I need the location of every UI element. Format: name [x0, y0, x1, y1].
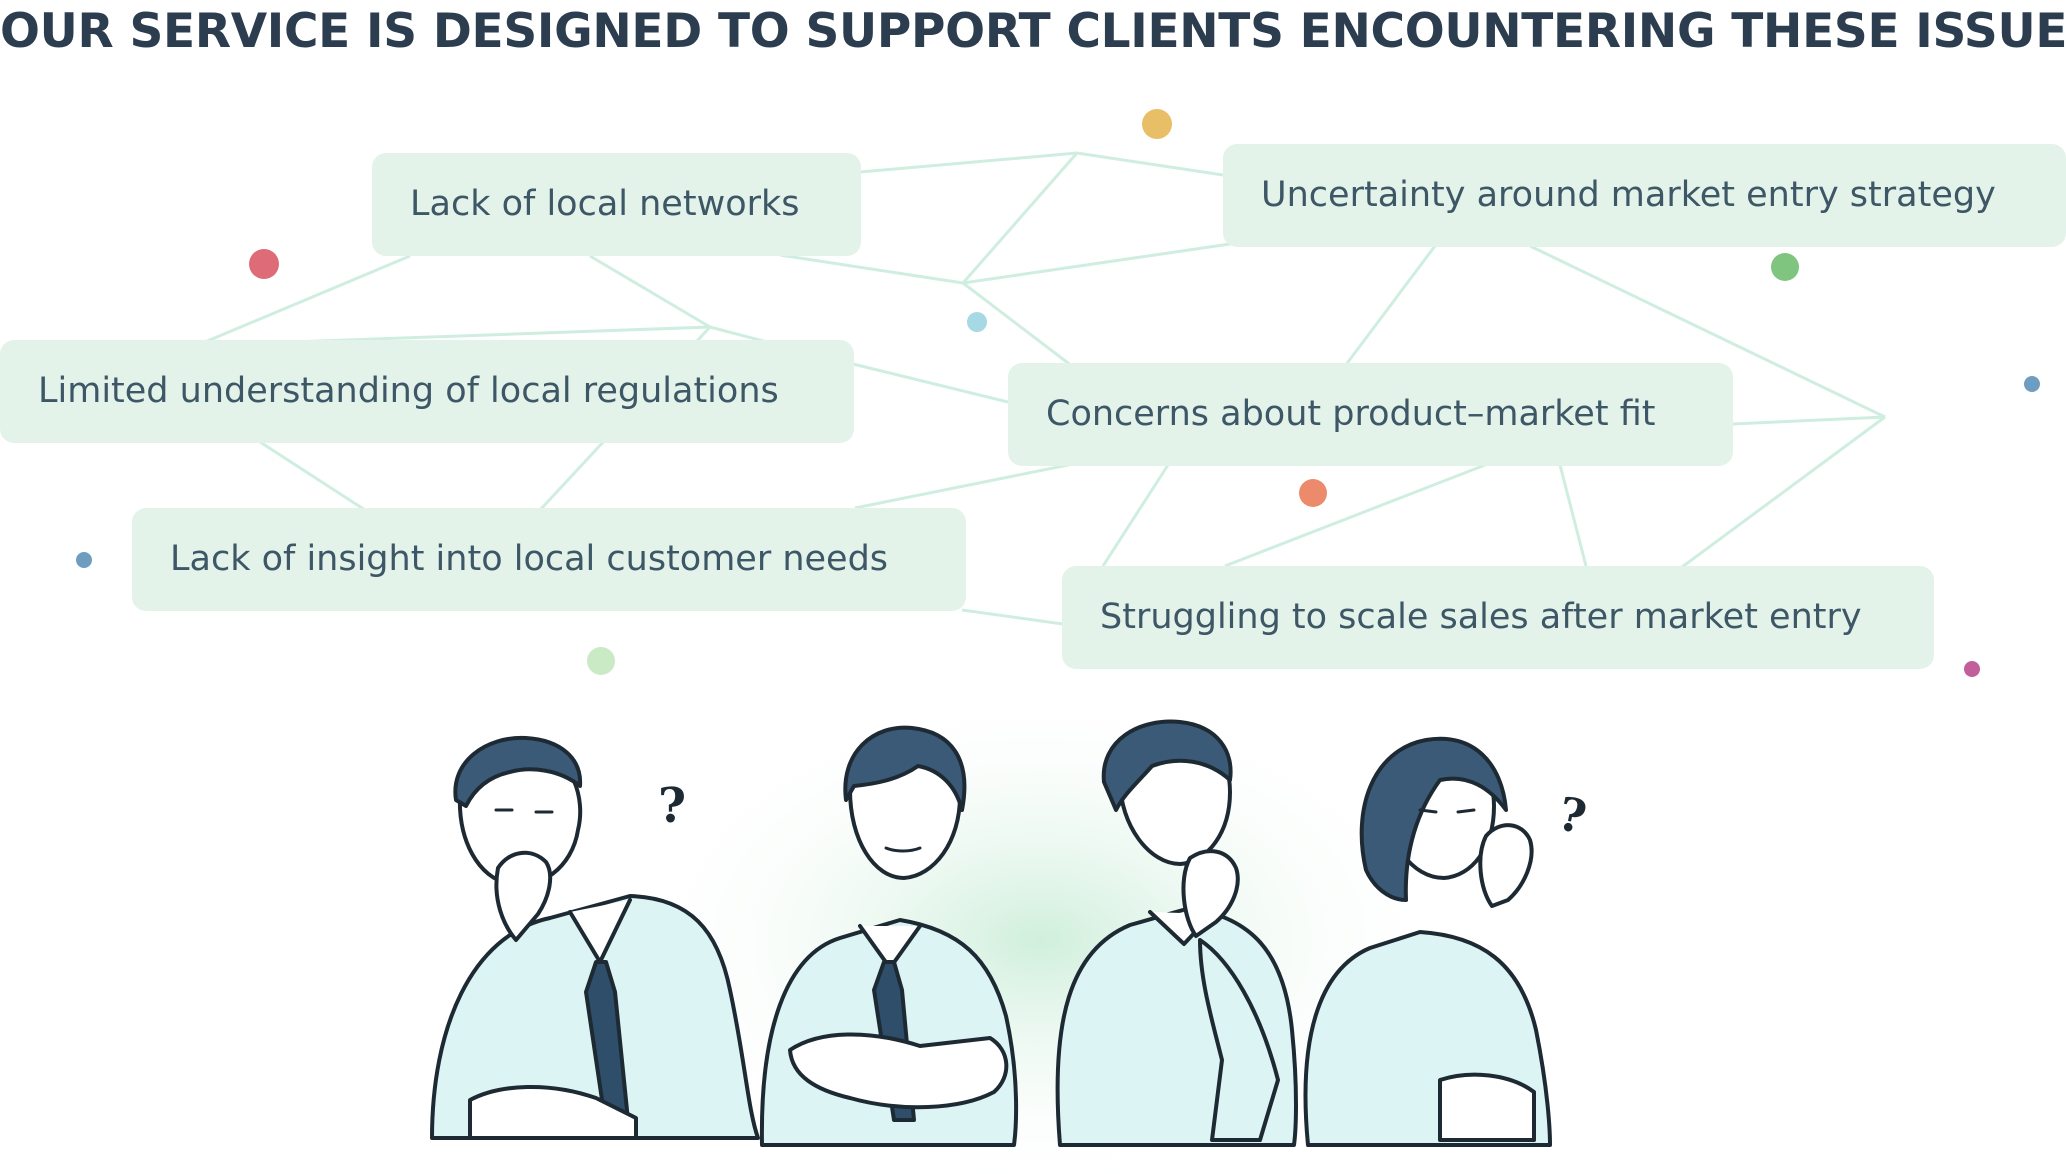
network-line [256, 438, 366, 512]
resting-arm [468, 1085, 638, 1140]
person-man-pondering [430, 735, 760, 1140]
network-line [1529, 244, 1886, 419]
network-line [589, 254, 711, 329]
issue-card-local-regulations: Limited understanding of local regulatio… [0, 340, 854, 443]
decorative-dot [1299, 479, 1327, 507]
question-mark-icon: ? [658, 778, 686, 834]
issue-card-scale-sales: Struggling to scale sales after market e… [1062, 566, 1934, 669]
mouth [884, 846, 922, 853]
issue-label: Uncertainty around market entry strategy [1261, 175, 1996, 215]
issue-card-market-entry-strategy: Uncertainty around market entry strategy [1223, 144, 2066, 247]
crossed-arms [788, 1032, 1009, 1110]
person-man-arms-crossed [759, 725, 1019, 1147]
issue-card-product-market-fit: Concerns about product–market fit [1008, 363, 1733, 466]
resting-arm [1438, 1072, 1536, 1142]
issue-label: Struggling to scale sales after market e… [1100, 597, 1862, 637]
issue-label: Lack of local networks [410, 184, 800, 224]
decorative-dot [249, 249, 279, 279]
network-line [1224, 463, 1486, 568]
issue-label: Concerns about product–market fit [1046, 394, 1656, 434]
issue-label: Lack of insight into local customer need… [170, 539, 889, 579]
worried-business-people-illustration: ? ? [430, 700, 1591, 1174]
decorative-dot [76, 552, 92, 568]
page-title: OUR SERVICE IS DESIGNED TO SUPPORT CLIEN… [0, 4, 2066, 59]
network-line [1101, 464, 1170, 567]
decorative-dot [1964, 661, 1980, 677]
network-line [962, 281, 1073, 368]
person-woman-hand-on-cheek [1303, 736, 1552, 1147]
eyes [1418, 808, 1476, 814]
decorative-dot [2024, 376, 2040, 392]
decorative-dot [587, 647, 615, 675]
person-man-hand-on-chin [1055, 719, 1298, 1147]
question-mark-icon: ? [1553, 786, 1591, 844]
hair [843, 725, 967, 812]
hair [1101, 719, 1233, 812]
decorative-dot [1142, 109, 1172, 139]
network-line [852, 362, 1009, 404]
network-line [961, 608, 1064, 626]
network-line [1677, 415, 1886, 572]
decorative-dot [1771, 253, 1799, 281]
network-line [204, 254, 411, 344]
network-line [1076, 151, 1224, 177]
resting-arm [1198, 938, 1280, 1142]
issue-label: Limited understanding of local regulatio… [38, 371, 779, 411]
eyes [494, 808, 554, 814]
network-line [1558, 464, 1588, 567]
issue-card-customer-needs: Lack of insight into local customer need… [132, 508, 966, 611]
network-line [962, 242, 1231, 285]
hair [453, 735, 583, 808]
hair [1359, 736, 1508, 902]
issue-card-local-networks: Lack of local networks [372, 153, 861, 256]
network-line [779, 253, 964, 285]
network-line [1732, 415, 1886, 426]
network-line [1343, 245, 1437, 367]
network-line [961, 152, 1079, 284]
network-line [859, 151, 1078, 174]
decorative-dots [76, 109, 2040, 677]
pondering-hand [1181, 849, 1240, 938]
pondering-hand [494, 851, 553, 942]
decorative-dot [967, 312, 987, 332]
hand-on-cheek [1478, 823, 1534, 908]
network-line [854, 460, 1084, 510]
